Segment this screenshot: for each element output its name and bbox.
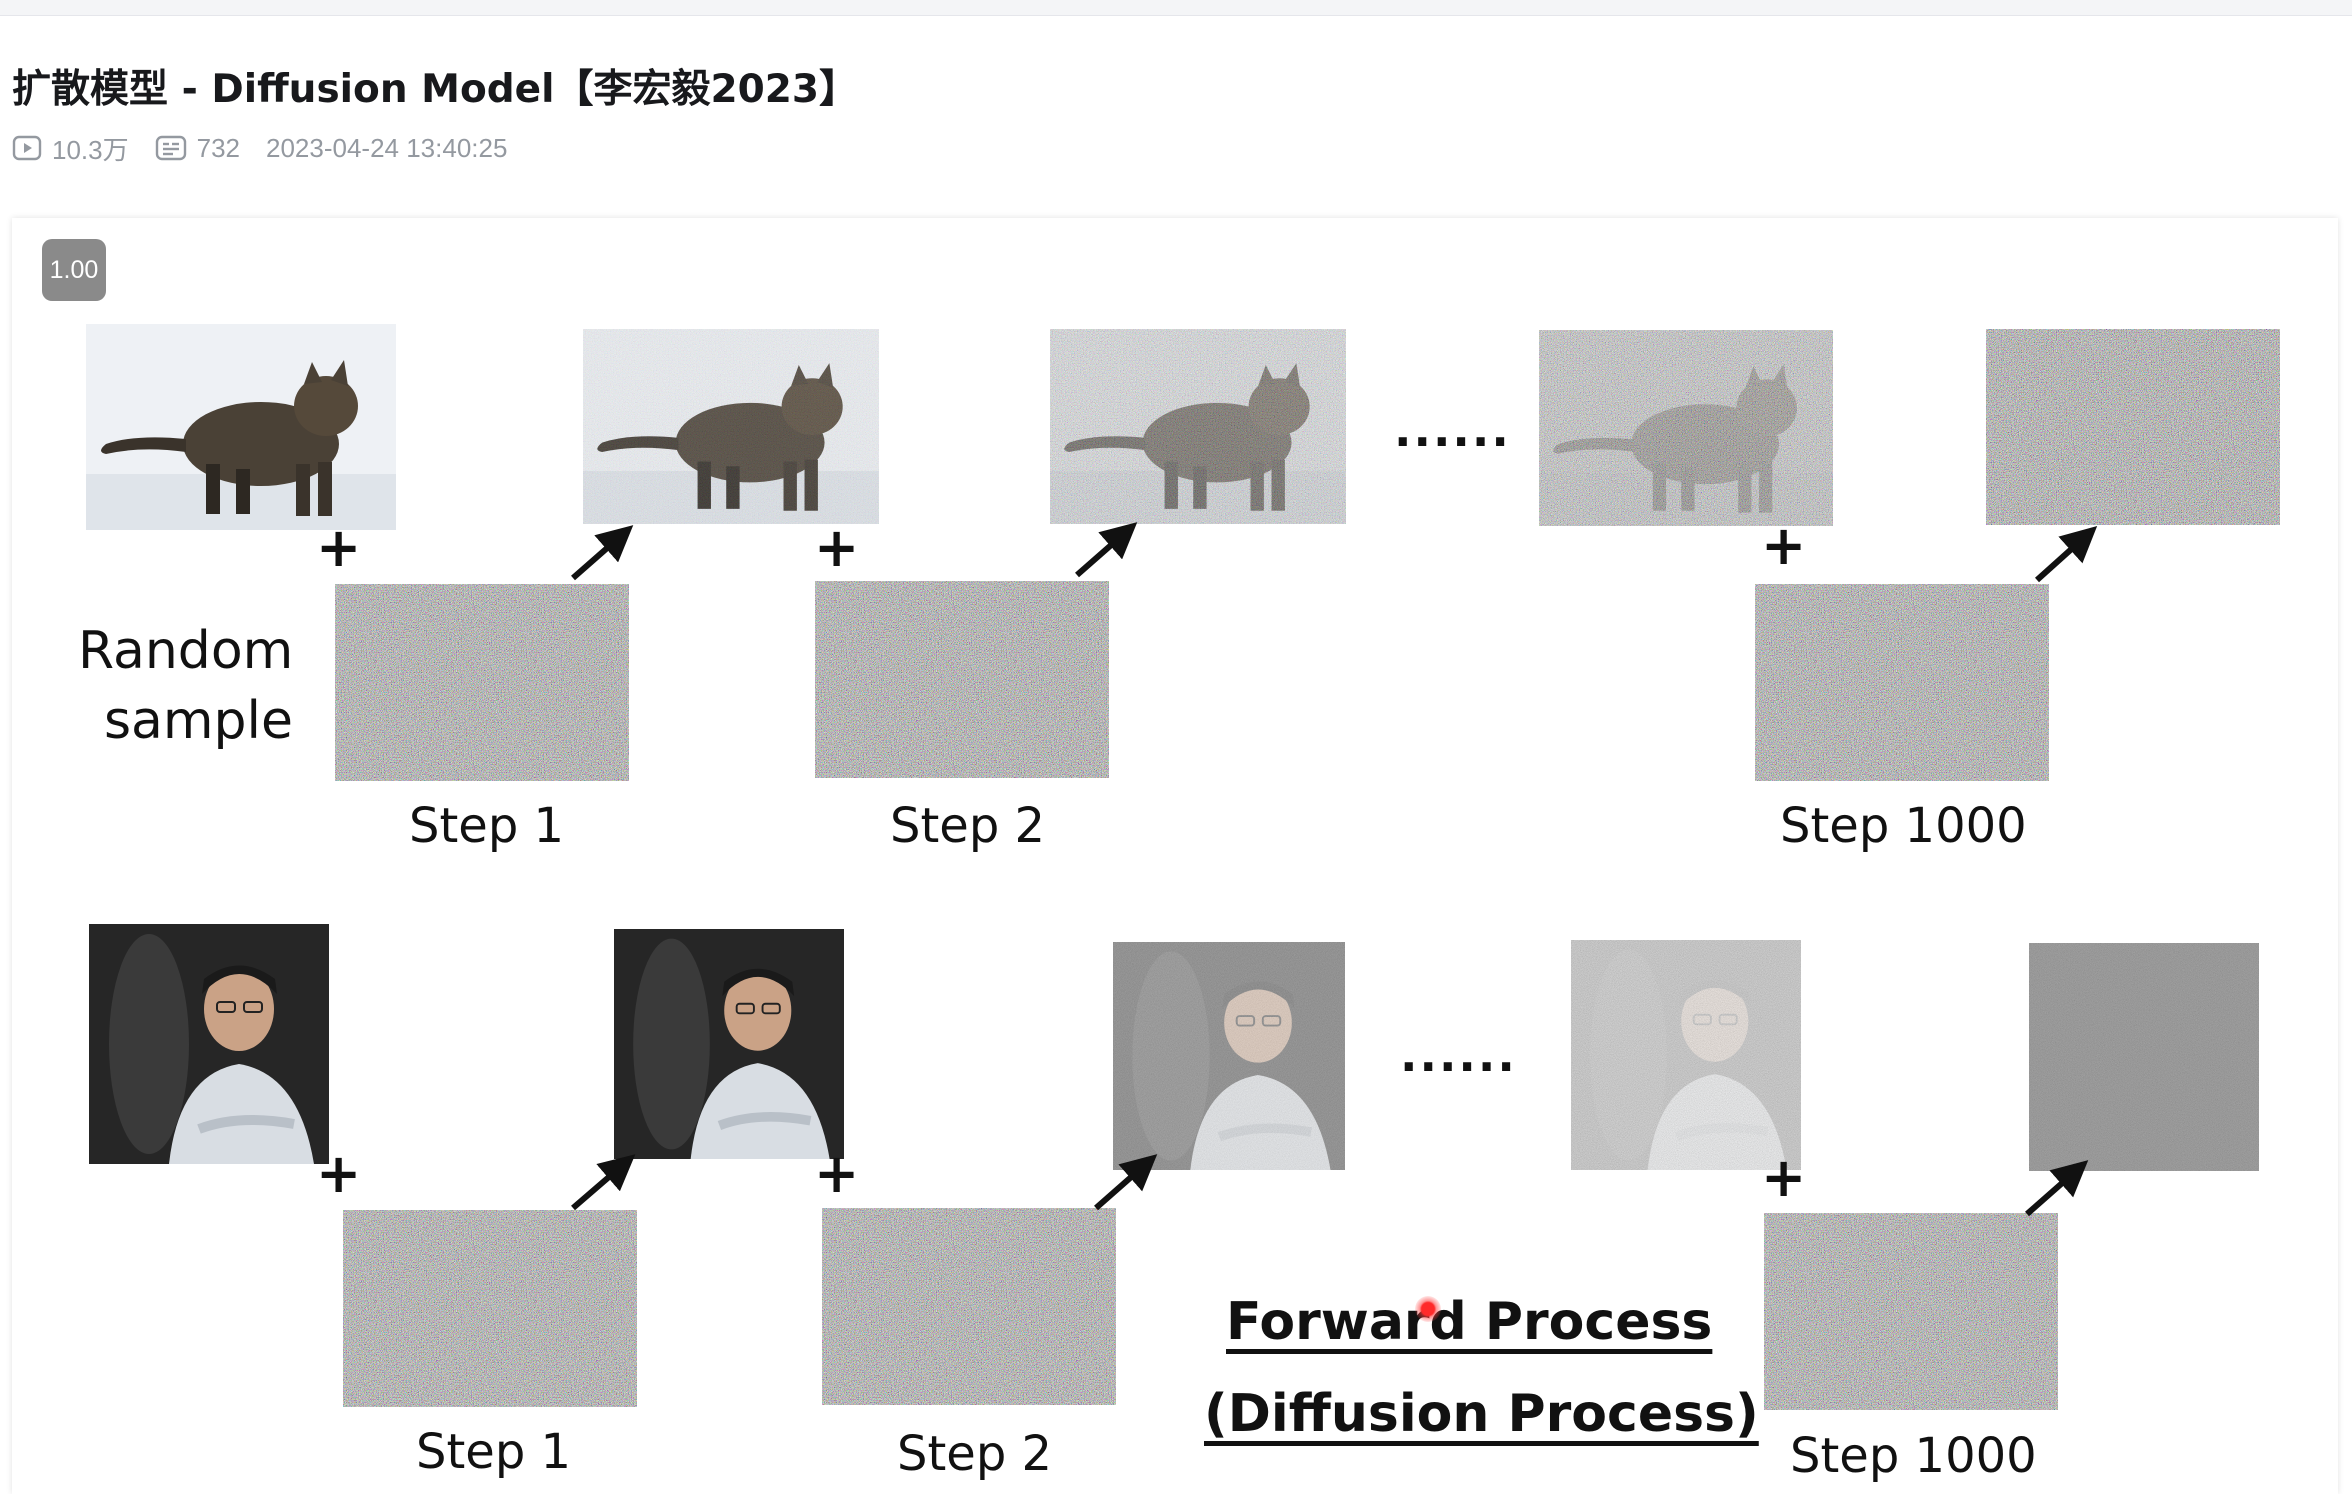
person-original-image [89, 924, 329, 1164]
row2-step1-label: Step 1 [416, 1424, 572, 1480]
random-sample-line2: sample [103, 691, 293, 751]
video-meta: 10.3万 732 2023-04-24 13:40:25 [12, 130, 533, 167]
row2-step2-label: Step 2 [897, 1426, 1053, 1482]
play-count-icon [12, 135, 42, 161]
plus-sign: + [1761, 1146, 1807, 1209]
noise-sample-row1-step2 [815, 581, 1109, 778]
ellipsis-row1: ...... [1394, 403, 1511, 457]
noise-sample-row2-step2 [822, 1208, 1116, 1405]
noise-sample-row1-step1 [335, 584, 629, 781]
plus-sign: + [316, 1142, 362, 1205]
forward-process-label: Forward Process [1226, 1292, 1713, 1352]
person-step2-image [1113, 942, 1345, 1170]
arrow-row1-step1000 [2034, 525, 2098, 583]
ellipsis-row2: ...... [1400, 1028, 1517, 1082]
arrow-row2-step1000 [2025, 1160, 2089, 1217]
top-nav-bar [0, 0, 2352, 16]
view-count-text: 10.3万 [52, 134, 129, 165]
arrow-row1-step2 [1075, 522, 1138, 578]
plus-sign: + [1761, 514, 1807, 577]
view-count: 10.3万 [12, 130, 129, 167]
cat-step1-image [583, 329, 879, 524]
publish-time: 2023-04-24 13:40:25 [266, 133, 507, 164]
video-player[interactable]: + + + + + + ...... ...... Random sample … [12, 218, 2338, 1494]
arrow-row2-step1 [571, 1154, 636, 1211]
cat-step999-image [1539, 330, 1833, 526]
row1-step2-label: Step 2 [890, 798, 1046, 854]
cat-original-image [86, 324, 396, 530]
plus-sign: + [316, 516, 362, 579]
plus-sign: + [814, 1142, 860, 1205]
cat-step2-image [1050, 329, 1346, 524]
person-step1000-image [2029, 943, 2259, 1171]
danmaku-icon [155, 135, 186, 161]
plus-sign: + [814, 516, 860, 579]
row2-step1000-label: Step 1000 [1790, 1428, 2037, 1484]
laser-pointer-icon [1415, 1296, 1441, 1322]
publish-time-text: 2023-04-24 13:40:25 [266, 132, 508, 163]
person-step999-image [1571, 940, 1801, 1170]
random-sample-label: Random sample [78, 616, 293, 756]
danmaku-count-text: 732 [196, 132, 240, 163]
diffusion-process-label: (Diffusion Process) [1204, 1384, 1759, 1444]
playback-speed-badge[interactable]: 1.00 [42, 239, 106, 301]
row1-step1-label: Step 1 [409, 798, 565, 854]
arrow-row1-step1 [571, 525, 634, 581]
danmaku-count: 732 [155, 133, 240, 164]
person-step1-image [614, 929, 844, 1159]
noise-sample-row1-step1000 [1755, 584, 2049, 781]
cat-step1000-image [1986, 329, 2280, 525]
noise-sample-row2-step1000 [1764, 1213, 2058, 1410]
slide-graphics [86, 324, 2280, 1410]
arrow-row2-step2 [1094, 1154, 1158, 1211]
slide-frame: + + + + + + ...... ...... Random sample … [12, 218, 2338, 1494]
video-title: 扩散模型 - Diffusion Model【李宏毅2023】 [12, 67, 859, 112]
random-sample-line1: Random [78, 621, 294, 681]
noise-sample-row2-step1 [343, 1210, 637, 1407]
row1-step1000-label: Step 1000 [1780, 798, 2027, 854]
